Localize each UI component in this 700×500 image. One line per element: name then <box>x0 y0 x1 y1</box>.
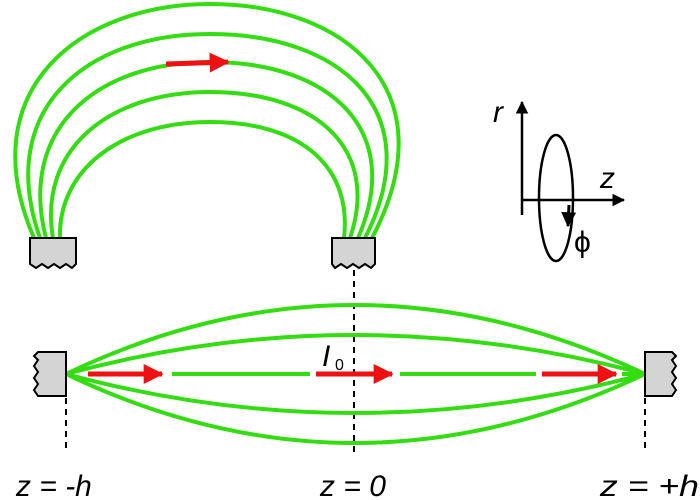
left-arch-electrode <box>29 237 77 270</box>
arch-line-4 <box>49 89 360 239</box>
label-z-minus-h: z = -h <box>15 470 92 500</box>
arch-line-1 <box>13 1 401 239</box>
arch-line-3 <box>38 59 375 239</box>
bulge-line-bottom-inner <box>65 372 646 415</box>
current-symbol: I <box>322 340 330 373</box>
right-electrode <box>644 351 678 397</box>
current-subscript: 0 <box>335 357 344 374</box>
axis-z-label: z <box>599 162 615 195</box>
bulge-line-bottom-outer <box>65 372 646 445</box>
arch-line-2 <box>26 31 389 239</box>
axis-phi-label: ϕ <box>574 226 591 259</box>
straight-field-lines <box>65 303 646 445</box>
arched-field-lines <box>13 1 401 239</box>
coordinate-axes: r z ϕ <box>493 96 626 263</box>
arch-line-5 <box>57 119 347 239</box>
phi-loop <box>537 133 575 263</box>
phi-arrow <box>561 204 577 228</box>
arch-current-arrow <box>165 52 230 73</box>
right-arch-electrode <box>331 237 376 270</box>
left-electrode <box>32 351 67 397</box>
bulge-line-top-inner <box>65 333 646 376</box>
bulge-line-top-outer <box>65 303 646 376</box>
current-label: I 0 <box>322 340 344 374</box>
label-z-zero: z = 0 <box>319 470 386 500</box>
axis-r-label: r <box>493 96 504 129</box>
label-z-plus-h: z = +h <box>599 470 699 500</box>
